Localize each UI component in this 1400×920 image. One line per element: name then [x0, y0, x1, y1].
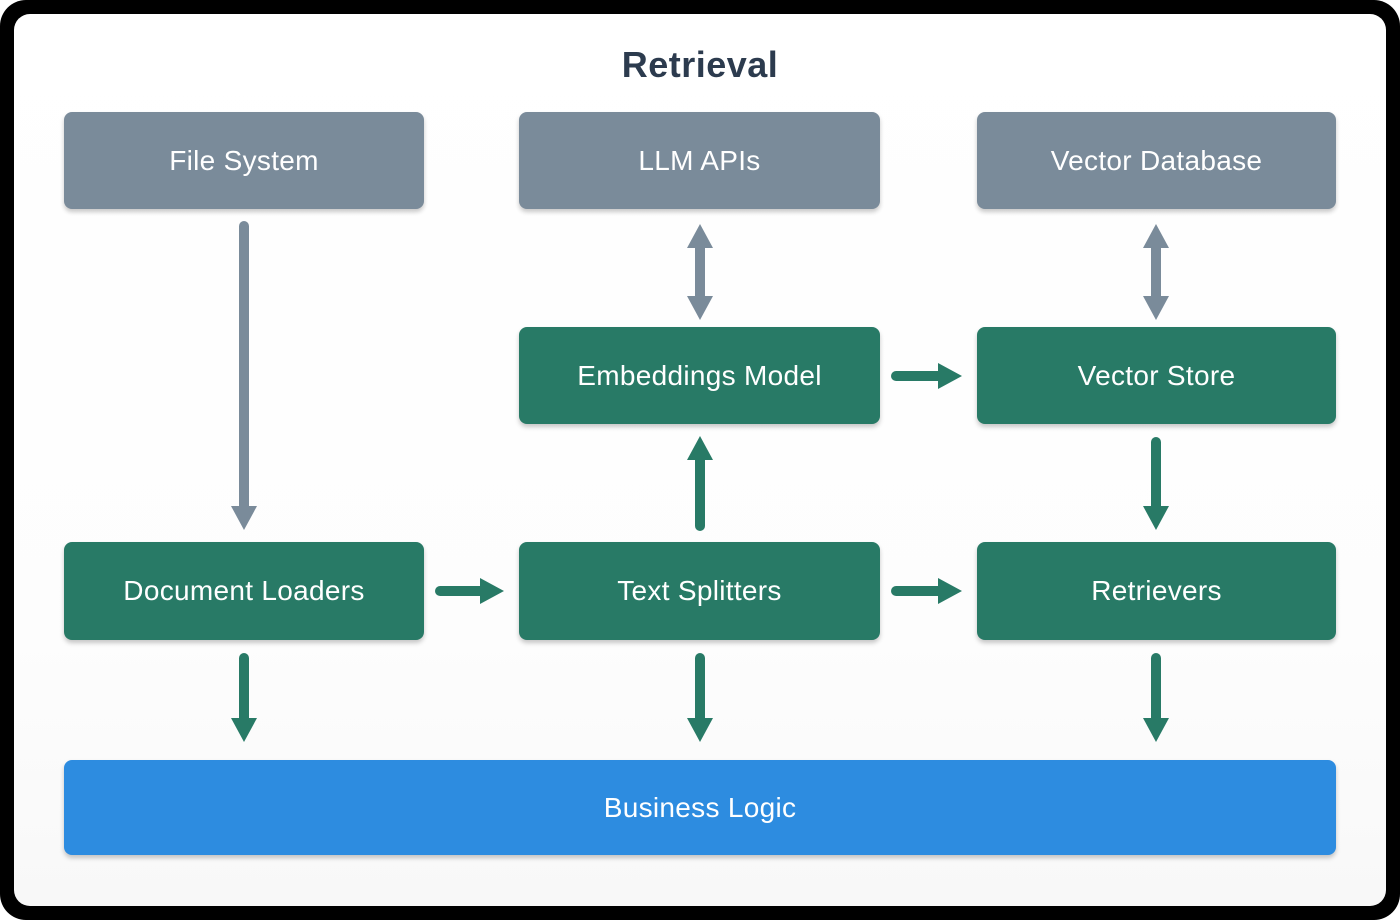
node-vector-store-label: Vector Store	[1077, 359, 1236, 391]
node-document-loaders: Document Loaders	[64, 542, 424, 640]
diagram-title: Retrieval	[621, 44, 779, 85]
node-text-splitters-label: Text Splitters	[617, 575, 782, 606]
node-retrievers-label: Retrievers	[1091, 575, 1222, 606]
node-llm-apis-label: LLM APIs	[638, 144, 761, 176]
node-embeddings-model: Embeddings Model	[519, 327, 880, 424]
node-vector-store: Vector Store	[977, 327, 1336, 424]
node-file-system: File System	[64, 112, 424, 209]
node-text-splitters: Text Splitters	[519, 542, 880, 640]
node-business-logic-label: Business Logic	[603, 791, 797, 823]
node-vector-database-label: Vector Database	[1050, 144, 1263, 176]
node-file-system-label: File System	[169, 144, 319, 176]
diagram-canvas: Retrieval	[14, 14, 1386, 906]
node-document-loaders-label: Document Loaders	[123, 575, 365, 606]
node-llm-apis: LLM APIs	[519, 112, 880, 209]
node-vector-database: Vector Database	[977, 112, 1336, 209]
node-business-logic: Business Logic	[64, 760, 1336, 855]
node-retrievers: Retrievers	[977, 542, 1336, 640]
node-embeddings-model-label: Embeddings Model	[577, 359, 822, 391]
